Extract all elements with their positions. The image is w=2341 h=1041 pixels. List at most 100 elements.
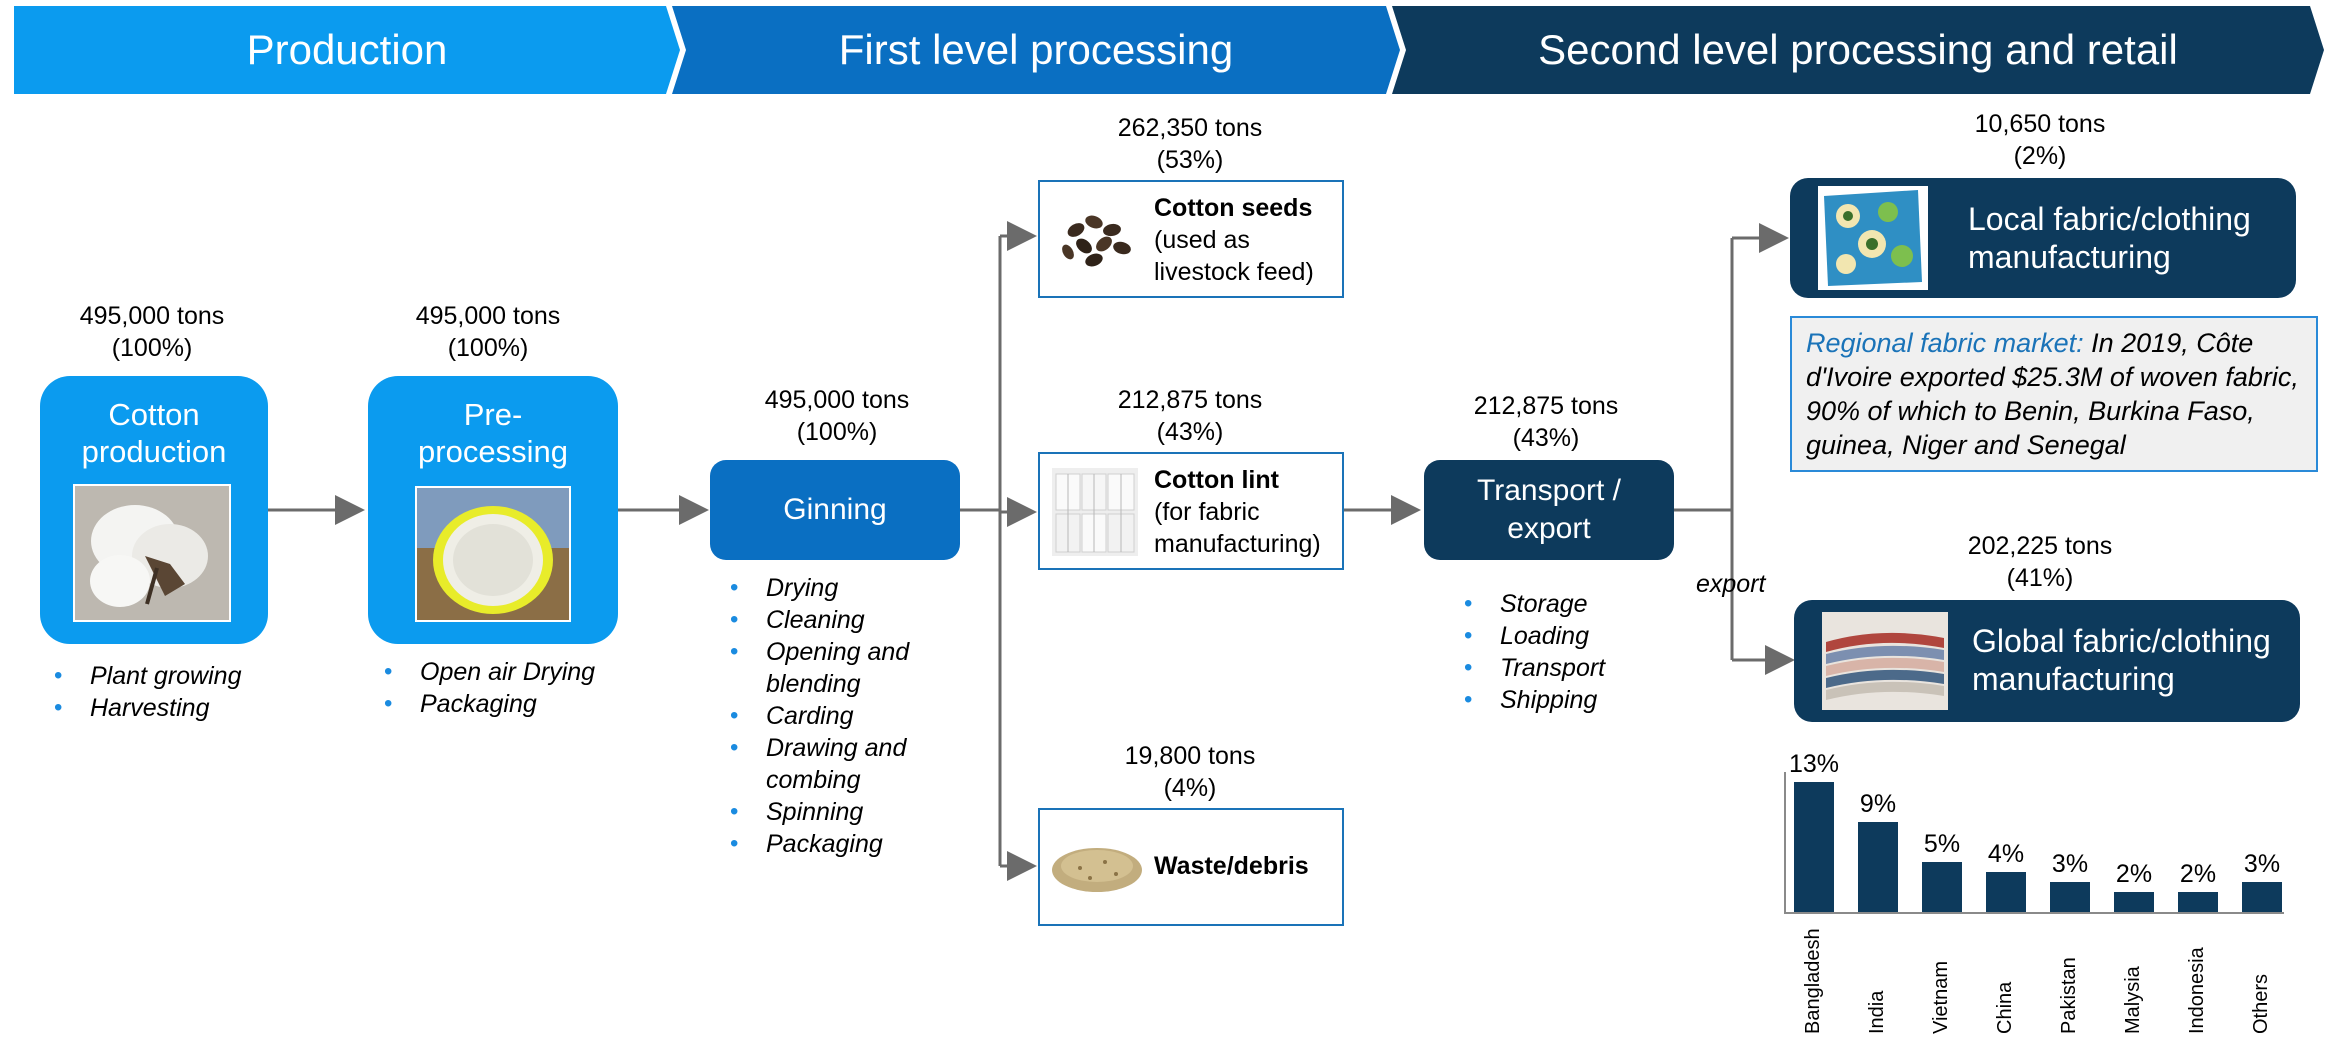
- global-text: Global fabric/clothing manufacturing: [1972, 622, 2271, 698]
- chart-value-label: 2%: [2115, 860, 2153, 888]
- list-item: Spinning: [728, 796, 968, 828]
- list-item: Cleaning: [728, 604, 968, 636]
- list-item: Shipping: [1462, 684, 1662, 716]
- chart-bar: [1858, 822, 1898, 912]
- waste-quantity: 19,800 tons (4%): [1080, 740, 1300, 804]
- chart-category-label: Pakistan: [2058, 957, 2080, 1034]
- seeds-text: Cotton seeds (used as livestock feed): [1154, 192, 1314, 288]
- note-text: In 2019, Côte d'Ivoire exported $25.3M o…: [1806, 328, 2299, 460]
- output-title: Waste/debris: [1154, 852, 1309, 880]
- local-text: Local fabric/clothing manufacturing: [1968, 200, 2251, 276]
- percent-text: (4%): [1163, 774, 1217, 802]
- quantity-text: 262,350 tons: [1117, 114, 1263, 142]
- chart-value-label: 4%: [1987, 840, 2025, 868]
- list-item: combing: [766, 766, 861, 794]
- quantity-text: 495,000 tons: [79, 302, 225, 330]
- ginning-activities-list: Drying Cleaning Opening and blending Car…: [728, 572, 968, 860]
- stage-second-label: Second level processing and retail: [1538, 26, 2178, 73]
- stage-production-header: Production: [14, 6, 680, 94]
- output-line: (for fabric: [1154, 498, 1260, 526]
- chart-value-label: 9%: [1859, 790, 1897, 818]
- list-item: Harvesting: [52, 692, 292, 724]
- chevron-shape: [1392, 6, 2324, 94]
- export-label: export: [1696, 570, 1766, 598]
- chart-category-label: Indonesia: [2186, 947, 2208, 1034]
- chart-bar: [1922, 862, 1962, 912]
- stage-first-label: First level processing: [838, 26, 1234, 73]
- quantity-text: 212,875 tons: [1117, 386, 1263, 414]
- output-line: manufacturing): [1154, 530, 1321, 558]
- percent-text: (2%): [2013, 142, 2067, 170]
- global-manufacturing-box: Global fabric/clothing manufacturing: [1794, 600, 2300, 722]
- quantity-text: 19,800 tons: [1124, 742, 1256, 770]
- list-item: Loading: [1462, 620, 1662, 652]
- chart-category-label: Vietnam: [1930, 960, 1952, 1034]
- box-label-line1: Global fabric/clothing: [1972, 623, 2271, 659]
- lint-text: Cotton lint (for fabric manufacturing): [1154, 464, 1321, 560]
- percent-text: (53%): [1156, 146, 1224, 174]
- chart-value-label: 3%: [2051, 850, 2089, 878]
- seeds-quantity: 262,350 tons (53%): [1080, 112, 1300, 176]
- transport-quantity: 212,875 tons (43%): [1436, 390, 1656, 454]
- box-label-line2: manufacturing: [1968, 239, 2171, 275]
- ginning-box: Ginning: [710, 460, 960, 560]
- box-label-line1: Pre-: [463, 397, 523, 432]
- percent-text: (100%): [796, 418, 878, 446]
- chart-bar: [1986, 872, 2026, 912]
- list-item: Packaging: [382, 688, 642, 720]
- chart-value-label: 2%: [2179, 860, 2217, 888]
- cotton-lint-box: Cotton lint (for fabric manufacturing): [1038, 452, 1344, 570]
- percent-text: (43%): [1156, 418, 1224, 446]
- cotton-seeds-box: Cotton seeds (used as livestock feed): [1038, 180, 1344, 298]
- regional-market-note: Regional fabric market: In 2019, Côte d'…: [1790, 316, 2318, 472]
- quantity-text: 10,650 tons: [1974, 110, 2106, 138]
- lint-bales-icon: [1052, 468, 1138, 556]
- box-label-line1: Local fabric/clothing: [1968, 201, 2251, 237]
- preprocessing-quantity: 495,000 tons (100%): [378, 300, 598, 364]
- stage-production-label: Production: [246, 26, 448, 73]
- chart-value-label: 13%: [1788, 750, 1840, 778]
- fabric-print-photo: [1818, 186, 1928, 290]
- chart-bar: [1794, 782, 1834, 912]
- list-item: Storage: [1462, 588, 1662, 620]
- cotton-quantity: 495,000 tons (100%): [42, 300, 262, 364]
- chart-category-label: Bangladesh: [1802, 928, 1824, 1034]
- folded-fabrics-photo: [1822, 612, 1948, 710]
- preprocessing-activities-list: Open air Drying Packaging: [382, 656, 642, 720]
- percent-text: (41%): [2006, 564, 2074, 592]
- quantity-text: 495,000 tons: [764, 386, 910, 414]
- transport-export-box: Transport / export: [1424, 460, 1674, 560]
- ginning-quantity: 495,000 tons (100%): [722, 384, 952, 448]
- list-item: Drying: [728, 572, 968, 604]
- preprocessing-box: Pre- processing: [368, 376, 618, 644]
- box-label: Ginning: [783, 493, 887, 526]
- box-label-line1: Cotton: [108, 397, 200, 432]
- chart-category-label: India: [1866, 990, 1888, 1034]
- stage-second-header: Second level processing and retail: [1392, 6, 2324, 94]
- cotton-production-box: Cotton production: [40, 376, 268, 644]
- chart-bar: [2114, 892, 2154, 912]
- note-highlight: Regional fabric market:: [1806, 328, 2084, 358]
- cotton-seeds-photo: [1054, 200, 1144, 280]
- output-line: (used as: [1154, 226, 1250, 254]
- list-item: Transport: [1462, 652, 1662, 684]
- chevron-shape: [672, 6, 1400, 94]
- list-item: Open air Drying: [382, 656, 642, 688]
- list-item: Packaging: [728, 828, 968, 860]
- chart-category-label: China: [1994, 981, 2016, 1034]
- list-item: Drawing and: [728, 732, 968, 764]
- cotton-boll-icon: [75, 486, 229, 620]
- waste-text: Waste/debris: [1154, 850, 1309, 882]
- quantity-text: 495,000 tons: [415, 302, 561, 330]
- output-line: livestock feed): [1154, 258, 1314, 286]
- cotton-activities-list: Plant growing Harvesting: [52, 660, 292, 724]
- box-label-line2: manufacturing: [1972, 661, 2175, 697]
- quantity-text: 212,875 tons: [1473, 392, 1619, 420]
- output-title: Cotton lint: [1154, 466, 1279, 494]
- chart-bar: [2050, 882, 2090, 912]
- waste-debris-box: Waste/debris: [1038, 808, 1344, 926]
- list-item: Opening and: [728, 636, 968, 668]
- box-label-line1: Transport /: [1477, 474, 1621, 507]
- waste-debris-photo: [1050, 840, 1144, 896]
- chart-bar: [2178, 892, 2218, 912]
